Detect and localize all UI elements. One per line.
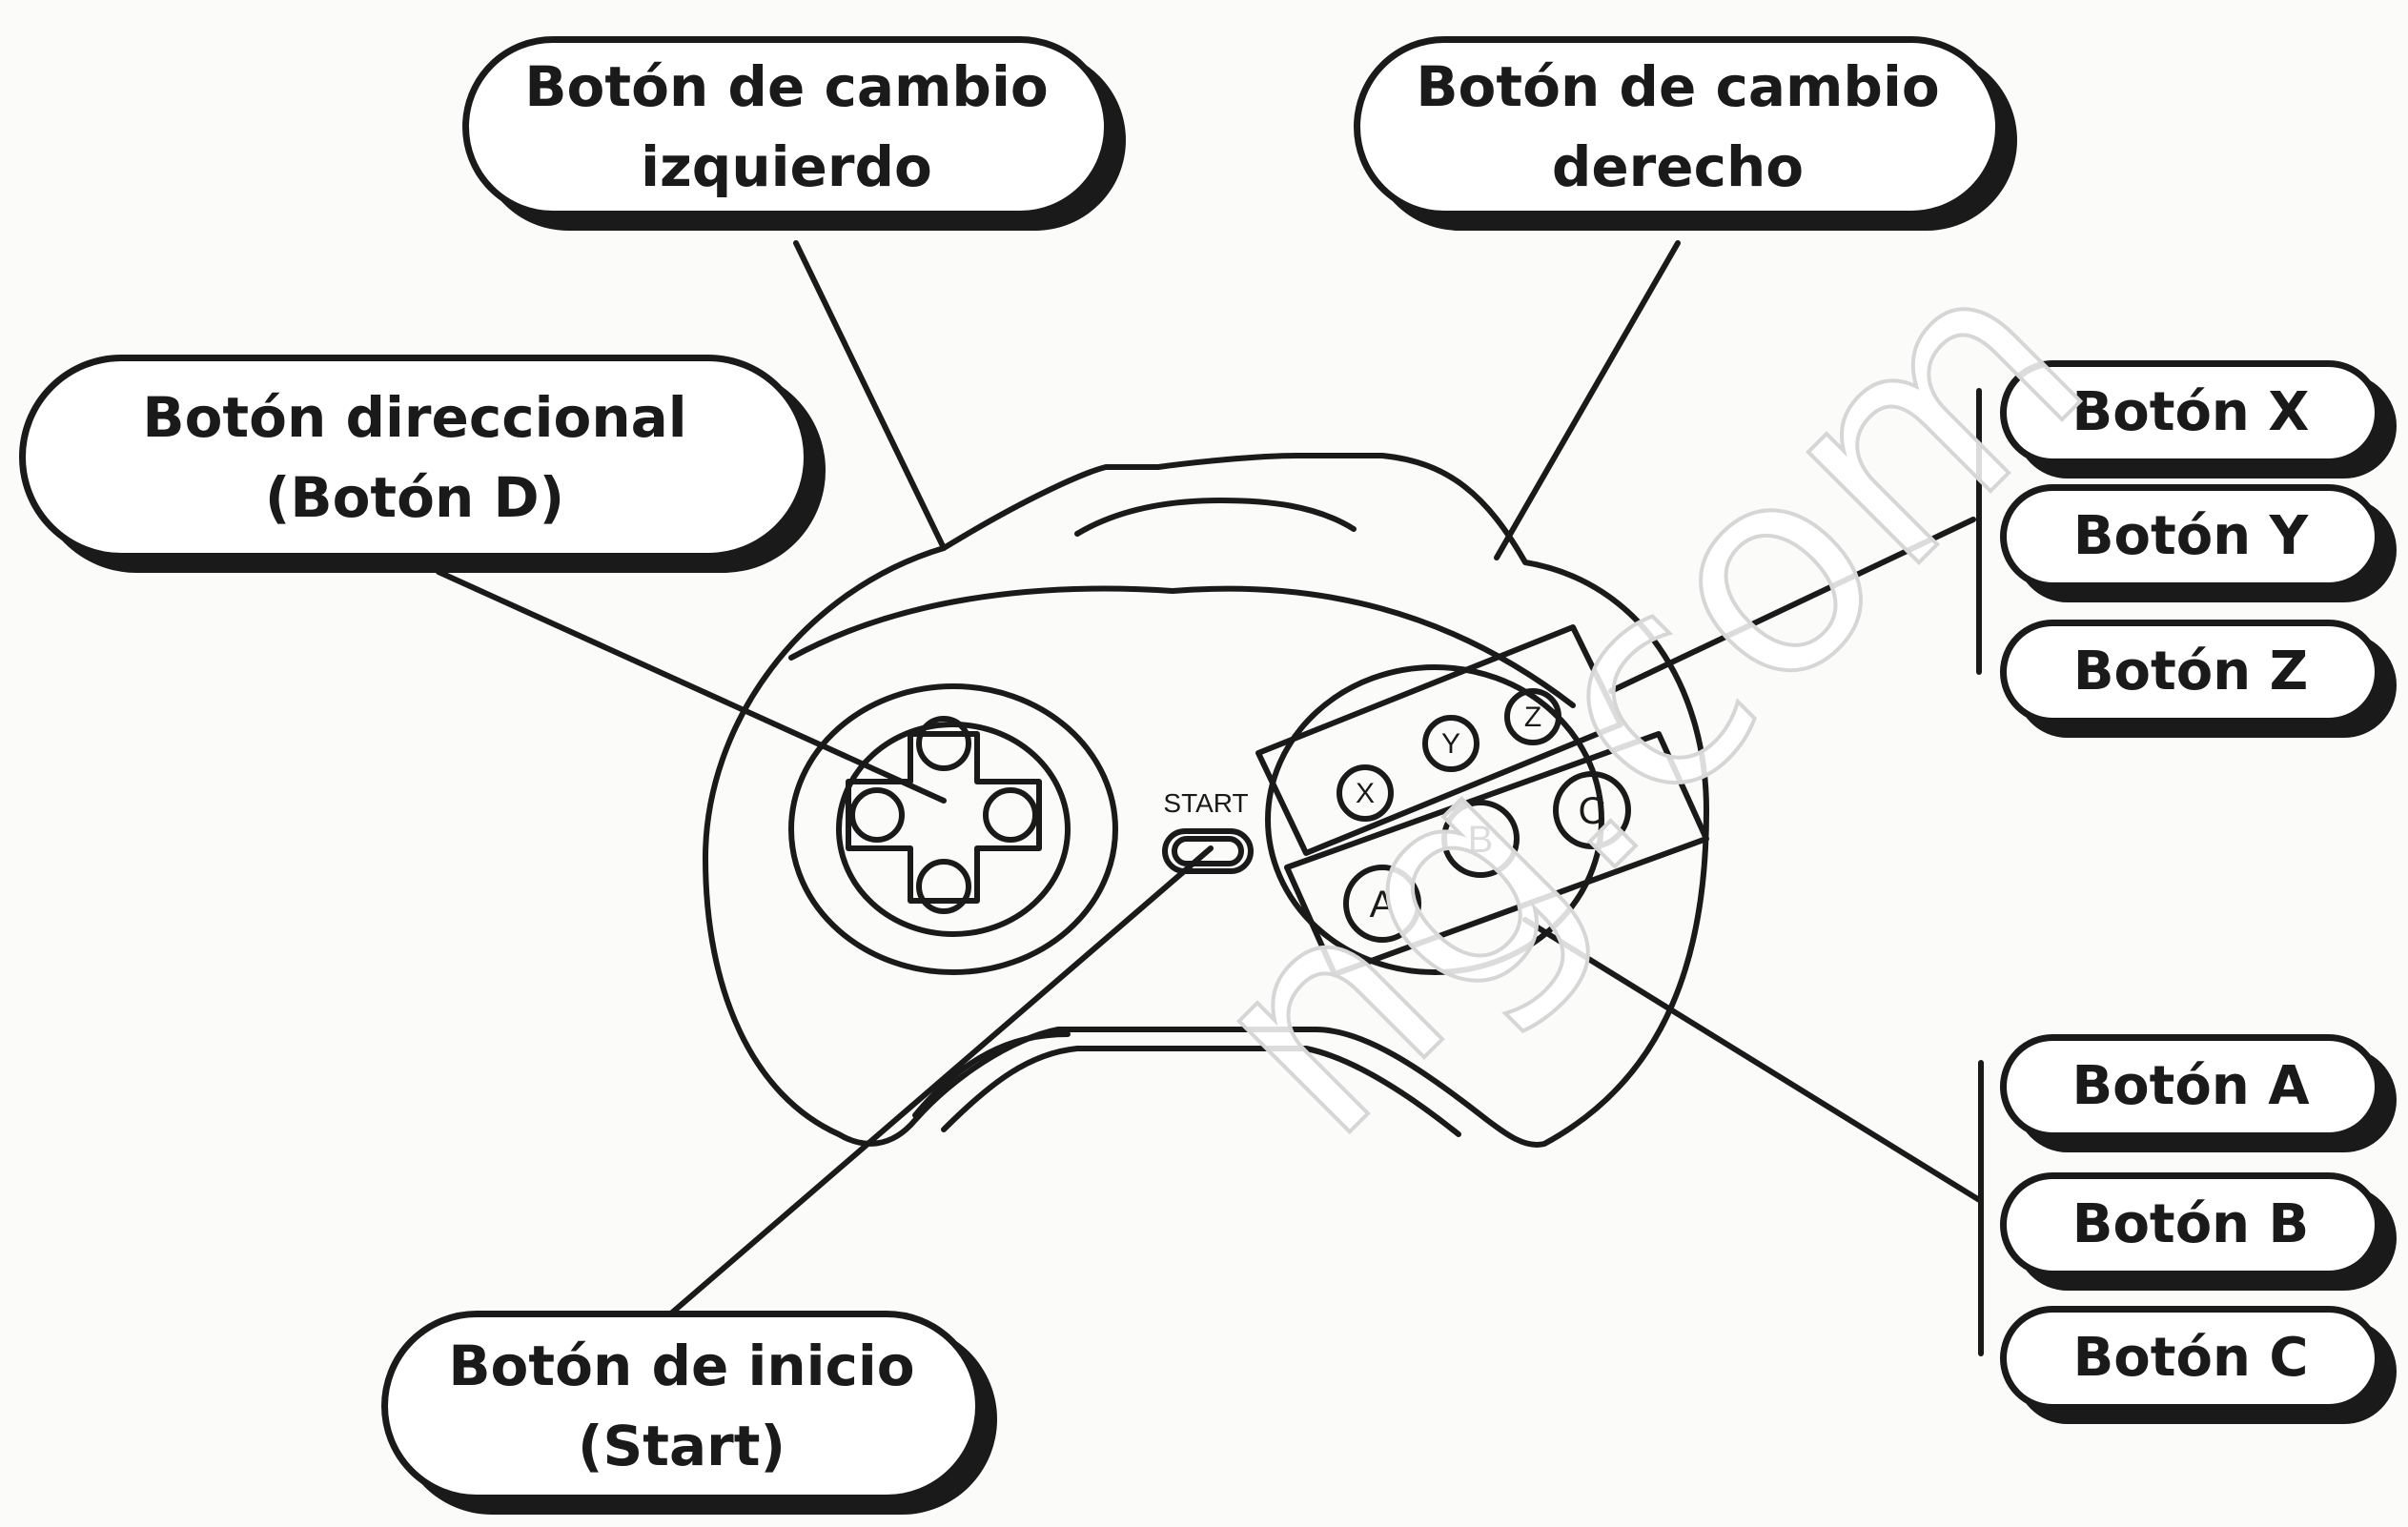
controller-top-hump — [1074, 498, 1357, 537]
label-c: Botón C — [2000, 1306, 2381, 1411]
label-y: Botón Y — [2000, 484, 2381, 589]
leader-start — [655, 845, 1214, 1328]
dpad-right — [983, 787, 1038, 843]
label-start: Botón de inicio (Start) — [381, 1311, 982, 1501]
button-z-letter: Z — [1524, 702, 1541, 733]
button-y-letter: Y — [1441, 728, 1460, 760]
label-start-line1: Botón de inicio — [448, 1334, 915, 1398]
label-x-text: Botón X — [2071, 381, 2310, 443]
label-dpad-line1: Botón direccional — [142, 384, 687, 450]
label-right-shift-line2: derecho — [1551, 134, 1805, 199]
dpad-left — [849, 787, 905, 843]
label-z-text: Botón Z — [2072, 641, 2309, 702]
label-x: Botón X — [2000, 360, 2381, 465]
leader-dpad — [436, 569, 947, 804]
dpad-cross — [846, 731, 1042, 904]
dpad-up — [916, 716, 971, 771]
label-dpad: Botón direccional (Botón D) — [19, 355, 810, 560]
label-b: Botón B — [2000, 1172, 2381, 1277]
button-c — [1553, 771, 1631, 849]
label-z: Botón Z — [2000, 620, 2381, 724]
label-left-shift: Botón de cambio izquierdo — [462, 36, 1111, 217]
controller-body — [703, 453, 1709, 1148]
start-button-inner — [1172, 836, 1244, 866]
button-x-letter: X — [1356, 778, 1375, 809]
label-right-shift-line1: Botón de cambio — [1416, 54, 1940, 119]
controller-upper-ridge — [788, 585, 1576, 708]
controller-bottom-ridge — [912, 1031, 1071, 1118]
label-c-text: Botón C — [2072, 1327, 2309, 1389]
button-c-letter: C — [1579, 790, 1606, 832]
button-b-letter: B — [1468, 819, 1494, 861]
label-left-shift-line1: Botón de cambio — [524, 54, 1049, 119]
label-left-shift-line2: izquierdo — [641, 134, 932, 199]
leader-abc — [1522, 917, 1984, 1204]
button-z — [1504, 688, 1561, 745]
label-y-text: Botón Y — [2072, 505, 2309, 567]
leader-right-shift — [1494, 240, 1681, 560]
label-start-line2: (Start) — [578, 1414, 786, 1478]
label-b-text: Botón B — [2071, 1193, 2310, 1255]
label-a-text: Botón A — [2071, 1055, 2310, 1117]
start-text: START — [1163, 788, 1248, 818]
dpad-well-outer — [788, 683, 1118, 975]
button-y — [1422, 715, 1479, 772]
button-b — [1441, 800, 1520, 878]
button-x — [1337, 764, 1394, 822]
button-a — [1343, 865, 1421, 943]
leader-left-shift — [793, 240, 947, 551]
start-button-shape — [1162, 828, 1254, 874]
label-a: Botón A — [2000, 1034, 2381, 1139]
dpad-down — [916, 859, 971, 914]
label-right-shift: Botón de cambio derecho — [1354, 36, 2002, 217]
controller-inner-bottom — [941, 1046, 1461, 1137]
label-dpad-line2: (Botón D) — [264, 464, 565, 530]
dpad-well-inner — [836, 722, 1071, 937]
abc-select-box — [1284, 731, 1709, 977]
button-a-letter: A — [1370, 884, 1396, 926]
xyz-select-box — [1255, 624, 1623, 856]
face-button-well — [1265, 664, 1604, 975]
